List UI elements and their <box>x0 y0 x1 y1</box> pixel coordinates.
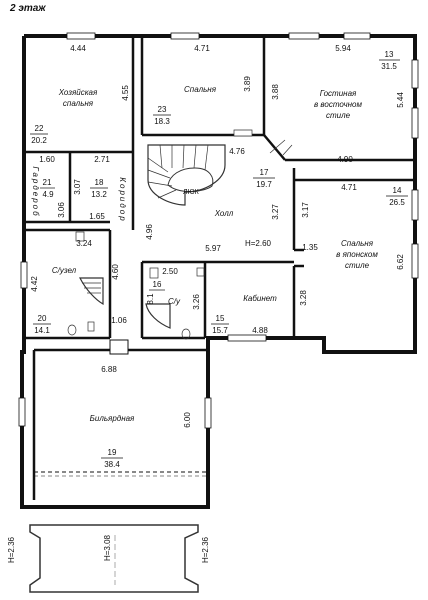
svg-text:1.06: 1.06 <box>111 316 127 325</box>
svg-text:6.62: 6.62 <box>396 254 405 270</box>
svg-text:H=2.36: H=2.36 <box>7 536 16 563</box>
svg-text:Спальня: Спальня <box>184 85 217 94</box>
svg-text:13.2: 13.2 <box>91 190 107 199</box>
svg-text:1.35: 1.35 <box>302 243 318 252</box>
doors <box>109 129 293 355</box>
room-bedroom: 4.71 Спальня 3.89 23 18.3 <box>153 44 252 126</box>
svg-text:3.06: 3.06 <box>57 202 66 218</box>
svg-text:4.44: 4.44 <box>70 44 86 53</box>
svg-text:2.50: 2.50 <box>162 267 178 276</box>
lower-section: H=2.36 H=3.08 H=2.36 <box>7 524 210 593</box>
room-billiard: 6.88 Бильярдная 6.00 19 38.4 <box>34 365 208 477</box>
svg-text:3.28: 3.28 <box>299 290 308 306</box>
svg-text:H=2.60: H=2.60 <box>245 239 272 248</box>
svg-text:4.76: 4.76 <box>229 147 245 156</box>
svg-text:18: 18 <box>95 178 104 187</box>
svg-text:6.88: 6.88 <box>101 365 117 374</box>
svg-text:3.27: 3.27 <box>271 204 280 220</box>
svg-text:6.00: 6.00 <box>183 412 192 428</box>
svg-text:8.1: 8.1 <box>146 293 155 305</box>
svg-text:2.71: 2.71 <box>94 155 110 164</box>
svg-text:Гостиная: Гостиная <box>320 89 357 98</box>
svg-text:4.55: 4.55 <box>121 85 130 101</box>
svg-text:3.24: 3.24 <box>76 239 92 248</box>
svg-text:С/у: С/у <box>168 297 181 306</box>
svg-text:1.65: 1.65 <box>89 212 105 221</box>
floor-title: 2 этаж <box>9 3 46 14</box>
svg-text:3.89: 3.89 <box>243 76 252 92</box>
svg-text:4.71: 4.71 <box>341 183 357 192</box>
svg-text:Гардероб: Гардероб <box>31 166 40 217</box>
svg-text:Хозяйская: Хозяйская <box>58 88 98 97</box>
svg-text:15: 15 <box>216 314 225 323</box>
room-wardrobe: 1.60 Гардероб 21 4.9 3.06 <box>31 155 66 218</box>
svg-text:5.44: 5.44 <box>396 92 405 108</box>
bathroom-fixtures <box>67 231 205 340</box>
svg-text:4.60: 4.60 <box>111 264 120 280</box>
windows <box>18 32 419 429</box>
svg-text:Бильярдная: Бильярдная <box>90 414 135 423</box>
svg-text:19: 19 <box>108 448 117 457</box>
svg-text:С/узел: С/узел <box>52 266 77 275</box>
staircase: ЛЮК <box>147 144 226 206</box>
svg-text:H=2.36: H=2.36 <box>201 536 210 563</box>
svg-text:18.3: 18.3 <box>154 117 170 126</box>
svg-text:20: 20 <box>38 314 47 323</box>
svg-text:3.07: 3.07 <box>73 179 82 195</box>
svg-text:19.7: 19.7 <box>256 180 272 189</box>
svg-text:4.9: 4.9 <box>42 190 54 199</box>
svg-text:4.71: 4.71 <box>194 44 210 53</box>
svg-text:стиле: стиле <box>345 261 370 270</box>
svg-text:в восточном: в восточном <box>314 100 363 109</box>
svg-text:21: 21 <box>43 178 52 187</box>
svg-text:Коридор: Коридор <box>118 177 127 222</box>
svg-text:Спальня: Спальня <box>341 239 374 248</box>
hatch-label: ЛЮК <box>183 189 200 196</box>
svg-text:14.1: 14.1 <box>34 326 50 335</box>
svg-text:3.26: 3.26 <box>192 294 201 310</box>
svg-text:1.60: 1.60 <box>39 155 55 164</box>
svg-text:26.5: 26.5 <box>389 198 405 207</box>
room-hall: 4.76 17 19.7 Холл 3.27 4.96 5.97 H=2.60 <box>145 147 280 253</box>
svg-text:20.2: 20.2 <box>31 136 47 145</box>
svg-text:5.97: 5.97 <box>205 244 221 253</box>
svg-text:14: 14 <box>393 186 402 195</box>
svg-text:23: 23 <box>158 105 167 114</box>
svg-text:в японском: в японском <box>336 250 378 259</box>
svg-text:стиле: стиле <box>326 111 351 120</box>
room-corridor: 2.71 3.07 18 13.2 Коридор 1.65 <box>73 155 127 223</box>
svg-text:13: 13 <box>385 50 394 59</box>
svg-text:3.88: 3.88 <box>271 84 280 100</box>
svg-text:15.7: 15.7 <box>212 326 228 335</box>
room-japanese-bedroom: 4.71 14 26.5 3.17 1.35 Спальня в японско… <box>301 183 408 270</box>
interior-walls <box>24 36 415 500</box>
svg-text:спальня: спальня <box>63 99 94 108</box>
room-master-bedroom: 4.44 Хозяйская спальня 4.55 22 20.2 <box>30 44 130 145</box>
svg-text:16: 16 <box>153 280 162 289</box>
room-bathroom-small: 2.50 16 8.1 С/у 3.26 <box>146 267 201 310</box>
svg-text:4.88: 4.88 <box>252 326 268 335</box>
svg-text:5.94: 5.94 <box>335 44 351 53</box>
svg-text:4.90: 4.90 <box>337 155 353 164</box>
svg-text:3.17: 3.17 <box>301 202 310 218</box>
svg-text:17: 17 <box>260 168 269 177</box>
svg-text:Кабинет: Кабинет <box>243 294 277 303</box>
svg-text:Холл: Холл <box>214 209 234 218</box>
svg-text:H=3.08: H=3.08 <box>103 534 112 561</box>
room-study: Кабинет 3.28 15 15.7 4.88 <box>211 290 308 335</box>
svg-text:38.4: 38.4 <box>104 460 120 469</box>
room-bathroom-large: 3.24 С/узел 4.42 4.60 20 14.1 1.06 <box>30 239 127 335</box>
room-oriental-living: 5.94 13 31.5 3.88 Гостиная в восточном с… <box>271 44 405 164</box>
svg-text:4.42: 4.42 <box>30 276 39 292</box>
svg-text:22: 22 <box>35 124 44 133</box>
svg-text:31.5: 31.5 <box>381 62 397 71</box>
svg-text:4.96: 4.96 <box>145 224 154 240</box>
